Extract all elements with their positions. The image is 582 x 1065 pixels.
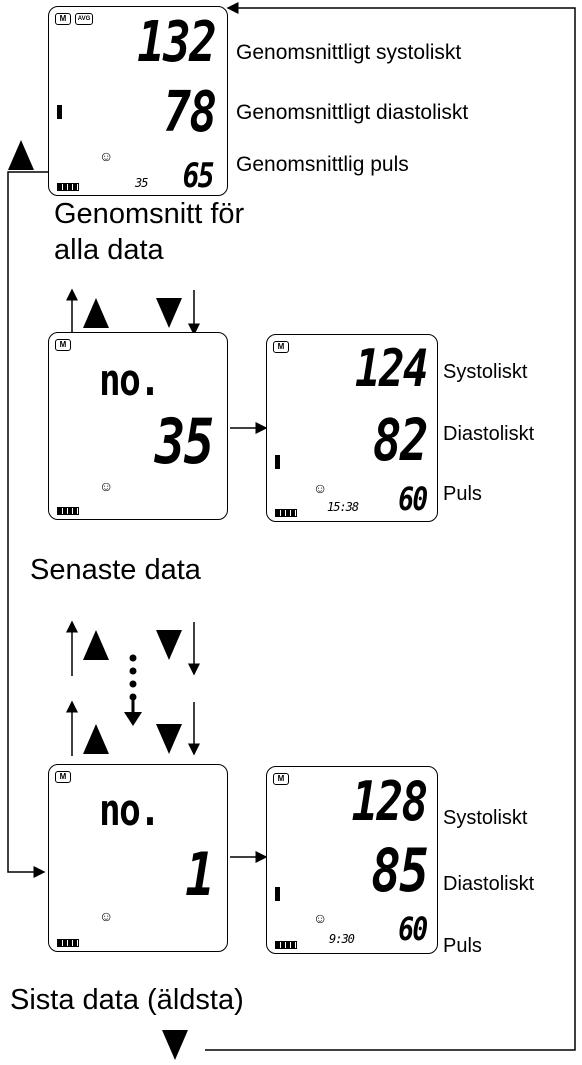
latest-reading-lcd: M 124 82 ☺ 15:38 60 (266, 334, 438, 522)
average-pulse-value: 65 (182, 156, 215, 196)
latest-pulse-label: Puls (443, 483, 482, 505)
oldest-number-lcd: M no. 1 ☺ (48, 764, 228, 952)
average-lcd: M AVG 132 78 ☺ 35 65 (48, 6, 228, 196)
battery-icon (57, 507, 79, 515)
latest-systolic-value: 124 (354, 339, 429, 399)
battery-icon (275, 941, 297, 949)
latest-systolic-label: Systoliskt (443, 361, 528, 383)
average-pulse-label: Genomsnittlig puls (236, 153, 409, 176)
memory-icon: M (273, 773, 289, 785)
latest-caption: Senaste data (30, 554, 201, 586)
latest-number-lcd: M no. 35 ☺ (48, 332, 228, 520)
oldest-pulse-label: Puls (443, 935, 482, 957)
oldest-reading-lcd: M 128 85 ☺ 9:30 60 (266, 766, 438, 954)
down-triangle-icon (156, 630, 182, 660)
oldest-diastolic-label: Diastoliskt (443, 873, 535, 895)
average-caption-line1: Genomsnitt för (54, 198, 245, 230)
oldest-record-number: 1 (185, 840, 215, 910)
down-triangle-icon (156, 298, 182, 328)
latest-diastolic-value: 82 (373, 406, 429, 474)
memory-icon: M (55, 771, 71, 783)
dotted-skip-indicator (124, 654, 142, 726)
latest-diastolic-label: Diastoliskt (443, 423, 535, 445)
up-triangle-icon (8, 140, 34, 170)
average-caption-line2: alla data (54, 234, 164, 266)
pressure-bar-icon (275, 455, 280, 469)
down-triangle-icon (156, 724, 182, 754)
average-systolic-value: 132 (136, 10, 217, 75)
person-icon: ☺ (313, 480, 328, 496)
pressure-bar-icon (275, 887, 280, 901)
memory-icon: M (55, 339, 71, 351)
average-icon: AVG (75, 13, 93, 25)
latest-time: 15:38 (327, 500, 359, 514)
oldest-time: 9:30 (329, 932, 355, 946)
loop-line-left (7, 171, 48, 878)
average-count: 35 (135, 176, 148, 190)
latest-pulse-value: 60 (398, 480, 429, 518)
battery-icon (57, 183, 79, 191)
person-icon: ☺ (99, 478, 114, 494)
person-icon: ☺ (99, 908, 114, 924)
oldest-systolic-label: Systoliskt (443, 807, 528, 829)
up-triangle-icon (83, 298, 109, 328)
battery-icon (57, 939, 79, 947)
down-triangle-icon (162, 1030, 188, 1060)
person-icon: ☺ (99, 148, 114, 164)
average-diastolic-label: Genomsnittligt diastoliskt (236, 101, 469, 124)
pressure-bar-icon (57, 105, 62, 119)
loop-line-right (205, 2, 576, 1051)
up-triangle-icon (83, 724, 109, 754)
average-systolic-label: Genomsnittligt systoliskt (236, 41, 462, 64)
person-icon: ☺ (313, 910, 328, 926)
average-diastolic-value: 78 (162, 80, 217, 145)
oldest-diastolic-value: 85 (371, 836, 429, 906)
oldest-no-text: no. (99, 785, 161, 836)
latest-no-text: no. (99, 355, 161, 406)
memory-icon: M (55, 13, 71, 25)
up-triangle-icon (83, 630, 109, 660)
memory-icon: M (273, 341, 289, 353)
battery-icon (275, 509, 297, 517)
oldest-systolic-value: 128 (351, 770, 429, 833)
latest-record-number: 35 (155, 405, 215, 478)
oldest-caption: Sista data (äldsta) (10, 984, 244, 1016)
oldest-pulse-value: 60 (398, 910, 429, 948)
